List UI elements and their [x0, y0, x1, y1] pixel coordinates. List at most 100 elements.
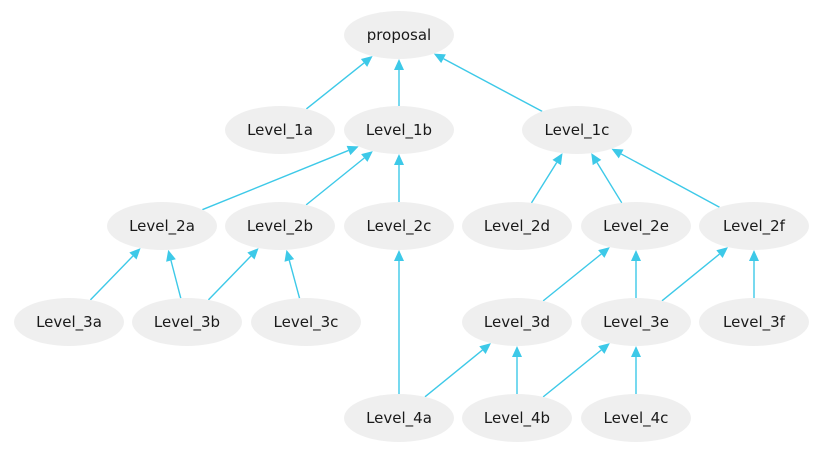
arrowhead	[598, 247, 610, 258]
node-level-3d: Level_3d	[462, 298, 572, 346]
node-ellipse	[132, 298, 242, 346]
edge-level_3b-to-level_2a	[166, 249, 182, 299]
node-label: Level_3f	[723, 313, 786, 332]
node-ellipse	[251, 298, 361, 346]
node-level-3e: Level_3e	[581, 298, 691, 346]
edge-line	[530, 162, 558, 204]
node-ellipse	[344, 106, 454, 154]
node-ellipse	[699, 298, 809, 346]
node-ellipse	[462, 202, 572, 250]
node-level-4c: Level_4c	[581, 394, 691, 442]
arrowhead	[346, 145, 359, 156]
node-label: Level_2c	[367, 217, 432, 236]
edge-line	[288, 260, 301, 299]
edge-line	[596, 162, 623, 204]
edge-line	[424, 349, 483, 398]
node-ellipse	[344, 202, 454, 250]
arrowhead	[129, 248, 141, 260]
edge-line	[89, 255, 134, 301]
node-ellipse	[225, 106, 335, 154]
arrowhead	[631, 346, 641, 357]
node-level-4b: Level_4b	[462, 394, 572, 442]
node-ellipse	[581, 298, 691, 346]
arrowhead	[749, 250, 759, 261]
node-label: Level_1c	[545, 121, 610, 140]
edge-line	[542, 253, 602, 302]
arrowhead	[611, 148, 624, 159]
node-label: Level_2f	[723, 217, 786, 236]
node-label: Level_2d	[484, 217, 550, 236]
edge-level_3d-to-level_2e	[542, 247, 610, 302]
arrowhead	[479, 343, 492, 354]
edge-line	[443, 58, 543, 113]
node-label: Level_1a	[247, 121, 313, 140]
edge-level_2b-to-level_1b	[305, 151, 373, 206]
node-level-2f: Level_2f	[699, 202, 809, 250]
arrowhead	[247, 248, 259, 260]
node-ellipse	[522, 106, 632, 154]
node-label: Level_2e	[603, 217, 669, 236]
edge-line	[542, 349, 602, 398]
node-ellipse	[225, 202, 335, 250]
arrowhead	[360, 56, 373, 67]
node-label: Level_3b	[154, 313, 220, 332]
node-ellipse	[462, 394, 572, 442]
edge-level_3e-to-level_2e	[631, 250, 641, 298]
node-level-1a: Level_1a	[225, 106, 335, 154]
node-label: Level_3d	[484, 313, 550, 332]
node-level-1b: Level_1b	[344, 106, 454, 154]
node-label: Level_1b	[366, 121, 432, 140]
edge-level_3a-to-level_2a	[89, 248, 141, 301]
node-ellipse	[581, 394, 691, 442]
arrowhead	[394, 59, 404, 70]
edge-line	[202, 149, 349, 211]
edge-level_4a-to-level_2c	[394, 250, 404, 394]
node-ellipse	[462, 298, 572, 346]
arrowhead	[361, 151, 373, 162]
node-level-3a: Level_3a	[14, 298, 124, 346]
node-label: Level_2b	[247, 217, 313, 236]
edge-level_2e-to-level_1c	[591, 153, 623, 204]
edge-level_1a-to-proposal	[305, 56, 373, 110]
edge-level_4b-to-level_3e	[542, 343, 610, 398]
arrowhead	[631, 250, 641, 261]
node-label: Level_4c	[604, 409, 669, 428]
node-ellipse	[344, 11, 454, 59]
node-level-3f: Level_3f	[699, 298, 809, 346]
node-level-2a: Level_2a	[107, 202, 217, 250]
edge-level_3e-to-level_2f	[661, 247, 729, 302]
arrowhead	[166, 249, 176, 262]
edge-line	[305, 157, 365, 206]
edge-line	[305, 62, 365, 110]
edge-level_2c-to-level_1b	[394, 154, 404, 202]
node-ellipse	[14, 298, 124, 346]
arrowhead	[394, 250, 404, 261]
arrowhead	[512, 346, 522, 357]
edge-line	[620, 153, 720, 208]
edge-level_4a-to-level_3d	[424, 343, 492, 398]
arrowhead	[552, 153, 563, 166]
edge-level_3f-to-level_2f	[749, 250, 759, 298]
node-label: proposal	[367, 26, 431, 44]
edge-level_4b-to-level_3d	[512, 346, 522, 394]
arrowhead	[716, 247, 729, 258]
node-label: Level_3c	[274, 313, 339, 332]
node-label: Level_4b	[484, 409, 550, 428]
arrowhead	[433, 53, 446, 64]
edge-line	[207, 255, 252, 301]
edge-level_3c-to-level_2b	[284, 249, 301, 299]
node-ellipse	[581, 202, 691, 250]
node-level-1c: Level_1c	[522, 106, 632, 154]
edge-line	[661, 253, 720, 302]
node-level-2d: Level_2d	[462, 202, 572, 250]
node-level-3c: Level_3c	[251, 298, 361, 346]
arrowhead	[284, 249, 295, 262]
edge-level_4c-to-level_3e	[631, 346, 641, 394]
node-label: Level_3e	[603, 313, 669, 332]
node-proposal: proposal	[344, 11, 454, 59]
edge-level_1b-to-proposal	[394, 59, 404, 106]
node-level-4a: Level_4a	[344, 394, 454, 442]
node-ellipse	[344, 394, 454, 442]
